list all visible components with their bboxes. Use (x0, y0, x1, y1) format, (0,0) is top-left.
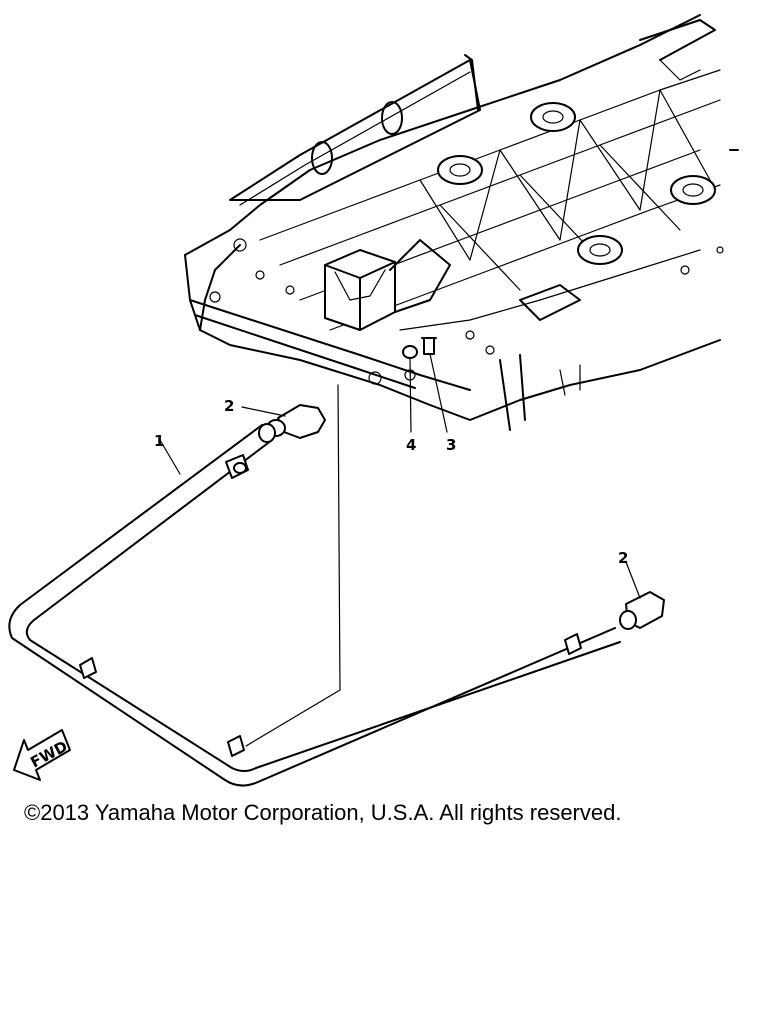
callout-1: 1 (154, 432, 164, 450)
copyright-notice: ©2013 Yamaha Motor Corporation, U.S.A. A… (24, 800, 622, 825)
part-2-right-cap (619, 561, 665, 630)
fwd-arrow-icon: FWD (13, 729, 71, 781)
hitch-block (324, 239, 451, 331)
chassis-tunnel (184, 14, 739, 431)
part-2-left-cap (241, 404, 326, 439)
rivet-holes (209, 238, 724, 385)
callout-2-right: 2 (618, 549, 628, 567)
reference-line (337, 384, 341, 691)
callout-3: 3 (446, 436, 456, 454)
callout-2-left: 2 (224, 397, 234, 415)
part-3-bolt (421, 337, 448, 433)
mount-bosses (437, 102, 716, 265)
callout-4: 4 (406, 436, 416, 454)
part-1-bumper (8, 423, 621, 787)
part-4-nut (402, 345, 418, 433)
